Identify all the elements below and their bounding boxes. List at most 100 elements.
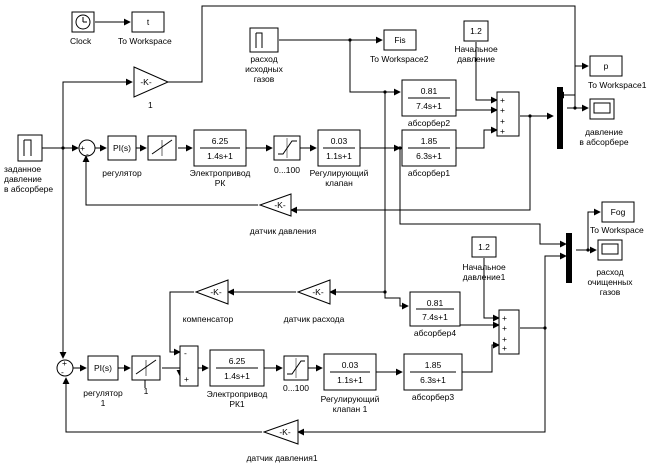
to-workspace2-label: To Workspace2	[370, 54, 429, 64]
svg-text:+: +	[62, 358, 67, 368]
sum-upper-block[interactable]: + + + +	[496, 91, 520, 137]
svg-text:1.2: 1.2	[478, 242, 490, 252]
saturation-label: 0...100	[274, 165, 300, 175]
svg-text:6.3s+1: 6.3s+1	[416, 151, 442, 161]
svg-text:-K-: -K-	[312, 287, 324, 297]
svg-text:+: +	[502, 323, 507, 333]
sum-lower-block[interactable]: + + + +	[498, 309, 520, 355]
svg-text:PI(s): PI(s)	[94, 363, 112, 373]
rate-limiter-block[interactable]	[147, 135, 177, 161]
saturation1-block[interactable]	[283, 355, 309, 381]
bus-upper	[557, 87, 563, 149]
svg-text:1.1s+1: 1.1s+1	[337, 375, 363, 385]
init-pressure1-block[interactable]: 1.2	[471, 236, 497, 258]
svg-text:0.03: 0.03	[331, 136, 348, 146]
absorber2-label: абсорбер2	[408, 118, 451, 128]
absorber1-label: абсорбер1	[408, 168, 451, 178]
to-workspace1-label: To Workspace1	[588, 80, 647, 90]
saturation1-label: 0...100	[283, 383, 309, 393]
svg-text:7.4s+1: 7.4s+1	[416, 101, 442, 111]
clock-block[interactable]	[71, 11, 95, 33]
svg-text:+: +	[500, 126, 505, 136]
to-workspace-fog-block[interactable]: Fog	[601, 201, 635, 223]
pi-regulator1-block[interactable]: PI(s)	[87, 355, 119, 381]
pressure-sensor-label: датчик давления	[250, 226, 317, 236]
to-workspace-fog-label: To Workspace	[590, 225, 644, 235]
junction-dots	[61, 38, 590, 330]
saturation-block[interactable]	[273, 135, 301, 161]
gas-flow-source-block[interactable]	[249, 27, 279, 53]
svg-text:+: +	[184, 374, 189, 384]
absorber4-block[interactable]: 0.81 7.4s+1	[409, 291, 461, 327]
drive1-block[interactable]: 6.25 1.4s+1	[209, 349, 265, 387]
to-workspace-t-label: To Workspace	[118, 36, 172, 46]
svg-text:-: -	[86, 149, 89, 159]
sum3-block[interactable]: - +	[179, 345, 199, 387]
svg-text:1.4s+1: 1.4s+1	[224, 371, 250, 381]
setpoint-source-block[interactable]	[17, 134, 43, 162]
absorber1-block[interactable]: 1.85 6.3s+1	[401, 129, 457, 167]
svg-text:1.85: 1.85	[425, 360, 442, 370]
rate-limiter1-block[interactable]	[131, 355, 161, 381]
scope-pressure-block[interactable]	[589, 98, 615, 120]
pi-regulator-block[interactable]: PI(s)	[107, 135, 137, 161]
svg-text:-K-: -K-	[279, 427, 291, 437]
gain-top-label: 1	[148, 100, 153, 110]
gain-top-block[interactable]: -K-	[133, 66, 170, 98]
svg-text:+: +	[80, 143, 85, 153]
svg-text:+: +	[502, 343, 507, 353]
svg-text:PI(s): PI(s)	[113, 143, 131, 153]
valve1-block[interactable]: 0.03 1.1s+1	[323, 353, 377, 391]
compensator-gain-block[interactable]: -K-	[194, 279, 229, 305]
pressure-sensor1-label: датчик давления1	[246, 453, 317, 463]
sum2-block[interactable]: + -	[56, 358, 74, 377]
fis-value: Fis	[394, 35, 405, 45]
compensator-label: компенсатор	[183, 314, 234, 324]
flow-sensor-gain-block[interactable]: -K-	[296, 279, 331, 305]
svg-text:1.85: 1.85	[421, 136, 438, 146]
svg-text:p: p	[604, 61, 609, 71]
svg-text:6.25: 6.25	[229, 356, 246, 366]
svg-text:-: -	[61, 367, 64, 377]
svg-text:+: +	[500, 95, 505, 105]
valve-block[interactable]: 0.03 1.1s+1	[317, 129, 361, 167]
absorber2-block[interactable]: 0.81 7.4s+1	[401, 79, 457, 117]
svg-text:1.4s+1: 1.4s+1	[207, 151, 233, 161]
svg-text:-K-: -K-	[210, 287, 222, 297]
init-pressure-value: 1.2	[470, 26, 482, 36]
absorber4-label: абсорбер4	[414, 328, 457, 338]
pressure-sensor1-gain-block[interactable]: -K-	[262, 419, 299, 445]
svg-text:+: +	[502, 313, 507, 323]
flow-sensor-label: датчик расхода	[284, 314, 345, 324]
to-workspace-fis-block[interactable]: Fis	[383, 29, 417, 51]
absorber3-label: абсорбер3	[412, 392, 455, 402]
to-workspace-t-block[interactable]: t	[131, 11, 165, 33]
svg-text:-K-: -K-	[274, 200, 286, 210]
sum1-block[interactable]: + -	[78, 139, 96, 159]
init-pressure-block[interactable]: 1.2	[463, 20, 489, 42]
svg-text:0.81: 0.81	[421, 86, 438, 96]
svg-text:+: +	[500, 116, 505, 126]
to-workspace-t-value: t	[147, 17, 150, 27]
scope-flow-block[interactable]	[597, 239, 623, 261]
absorber3-block[interactable]: 1.85 6.3s+1	[403, 353, 463, 391]
regulator-label: регулятор	[102, 168, 142, 178]
drive-block[interactable]: 6.25 1.4s+1	[193, 129, 247, 167]
svg-text:6.3s+1: 6.3s+1	[420, 375, 446, 385]
svg-text:Fog: Fog	[611, 207, 626, 217]
svg-text:0.03: 0.03	[342, 360, 359, 370]
svg-text:7.4s+1: 7.4s+1	[422, 312, 448, 322]
gain-lower-label: 1	[144, 386, 149, 396]
pressure-sensor-gain-block[interactable]: -K-	[258, 193, 292, 217]
gain-top-value: -K-	[140, 77, 152, 87]
to-workspace-p-block[interactable]: p	[589, 55, 623, 77]
